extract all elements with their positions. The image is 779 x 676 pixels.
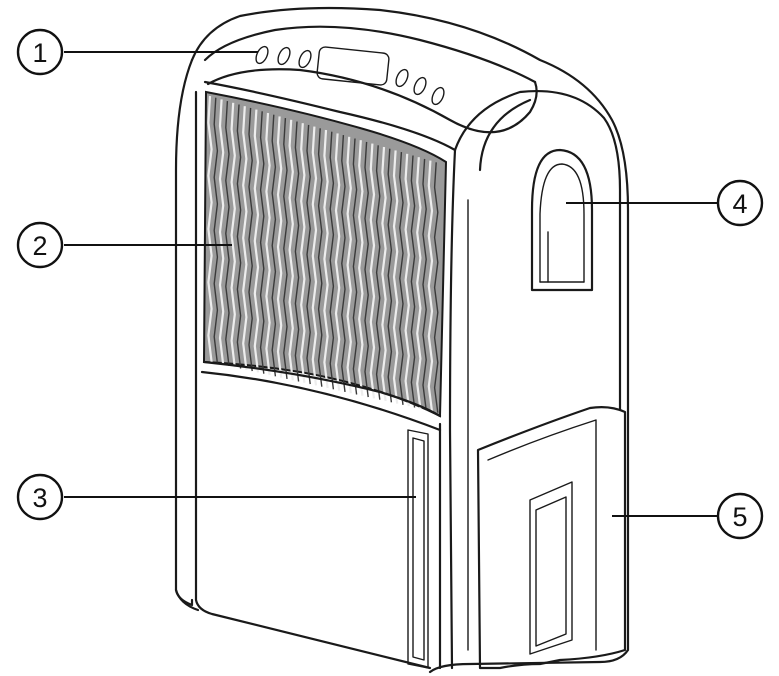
control-button (298, 49, 312, 69)
grille-slat (369, 143, 376, 399)
grille-slat (311, 126, 318, 386)
grille-slat (358, 140, 364, 396)
grille-slat (271, 114, 277, 377)
grille-slat (427, 160, 434, 412)
grille-slat (294, 121, 300, 382)
air-intake-grille (202, 90, 448, 418)
grille-slat (334, 133, 341, 391)
callout-leaders (64, 51, 718, 517)
grille-slat (288, 119, 294, 381)
grille-slat (230, 102, 236, 368)
grille-slat (422, 158, 427, 411)
grille-slat (392, 150, 399, 404)
grille-slat (399, 152, 404, 405)
grille-slat (253, 109, 260, 373)
control-button (255, 45, 269, 65)
grille-slat (410, 155, 416, 408)
callout-4: 4 (716, 179, 764, 227)
callout-number: 2 (32, 231, 47, 261)
grille-slat (433, 162, 439, 413)
grille-slat (341, 135, 346, 392)
grille-slat (236, 104, 242, 369)
callout-2: 2 (16, 221, 64, 269)
grille-slat (276, 116, 283, 378)
grille-slat (375, 145, 381, 400)
grille-slat (300, 123, 306, 383)
control-button (431, 86, 445, 106)
grille-slat (259, 111, 265, 374)
grille-slat (404, 153, 410, 407)
callout-number: 4 (732, 189, 747, 219)
display-screen (316, 46, 390, 86)
grille-slat (387, 148, 393, 403)
grille-slat (218, 99, 225, 365)
water-tank (476, 406, 627, 670)
grille-slat (416, 157, 422, 409)
grille-slat (329, 131, 335, 390)
callout-3: 3 (16, 473, 64, 521)
grille-slat (323, 129, 329, 389)
control-button (413, 76, 427, 96)
control-panel (255, 45, 445, 106)
callout-number: 5 (732, 502, 747, 532)
front-panel-window (200, 370, 442, 669)
callout-number: 3 (32, 483, 47, 513)
grille-slat (317, 128, 323, 387)
grille-slat (248, 107, 253, 372)
callout-5: 5 (716, 492, 764, 540)
callout-number: 1 (32, 38, 47, 68)
grille-slat (213, 97, 219, 364)
grille-slat (346, 136, 352, 394)
grille-slat (364, 141, 369, 398)
control-button (277, 46, 291, 66)
control-button (395, 68, 409, 88)
appliance-body (174, 6, 630, 674)
grille-slat (225, 101, 230, 366)
grille-slat (381, 146, 387, 402)
grille-slat (242, 106, 248, 370)
grille-slat (265, 112, 271, 376)
grille-slat (283, 118, 288, 379)
carry-handle (530, 148, 594, 292)
grille-slat (352, 138, 358, 395)
grille-slat (207, 95, 213, 363)
grille-slat (306, 124, 311, 385)
callout-1: 1 (16, 28, 64, 76)
